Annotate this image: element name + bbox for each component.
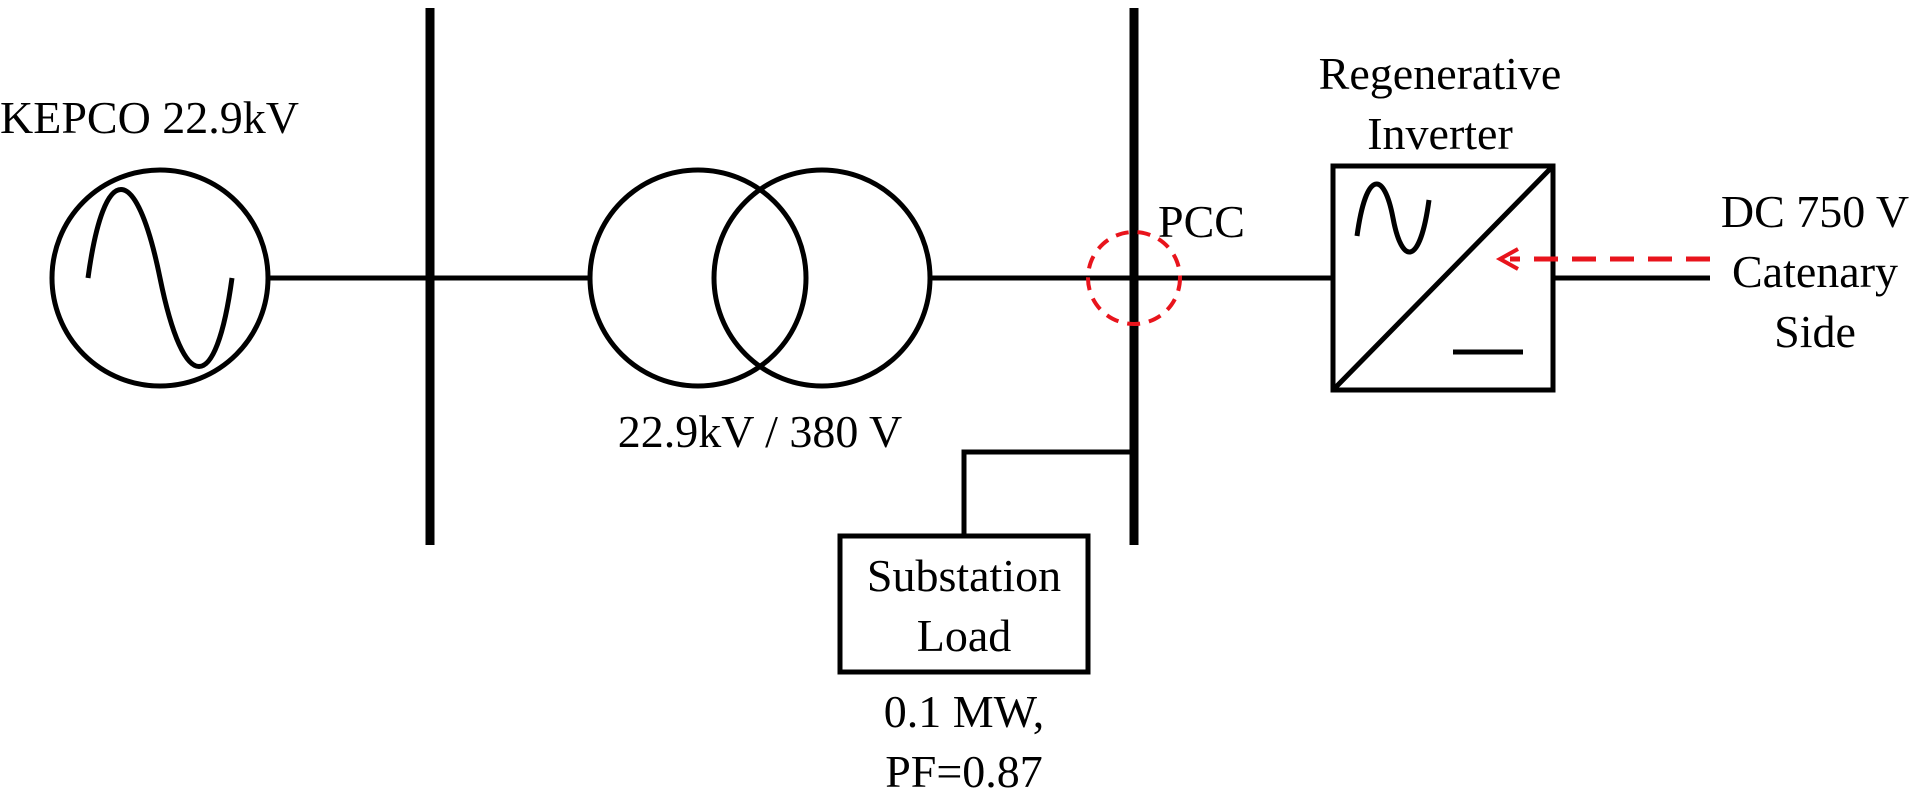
pcc-label: PCC	[1158, 196, 1245, 247]
pcc-marker	[1086, 230, 1182, 326]
transformer-rating-label: 22.9kV / 380 V	[617, 406, 903, 457]
inverter-label-line1: Regenerative	[1318, 48, 1562, 99]
inverter-diagonal	[1331, 164, 1555, 392]
load-label-line2: Load	[916, 610, 1012, 661]
transformer-primary-winding	[587, 167, 809, 389]
inverter-ac-sine-icon	[1354, 181, 1432, 255]
regenerative-inverter	[1330, 163, 1556, 393]
dc-label-line1: DC 750 V	[1720, 186, 1910, 237]
transformer-secondary-winding	[711, 167, 933, 389]
load-label-line1: Substation	[866, 550, 1062, 601]
inverter-label-line2: Inverter	[1367, 108, 1513, 159]
substation-load-box	[837, 533, 1091, 675]
transformer	[587, 167, 933, 389]
load-rating-line2: PF=0.87	[885, 746, 1043, 797]
arrow-head-icon	[1495, 247, 1519, 271]
sine-wave-icon	[85, 187, 235, 369]
load-feeder-line	[961, 449, 1134, 536]
source-label: KEPCO 22.9kV	[0, 92, 300, 143]
ac-source	[49, 167, 271, 389]
dc-label-line2: Catenary	[1731, 246, 1899, 297]
inverter-box	[1330, 163, 1556, 393]
dc-label-line3: Side	[1774, 306, 1856, 357]
load-rating-line1: 0.1 MW,	[883, 686, 1045, 737]
regeneration-flow-arrow	[1495, 247, 1710, 271]
